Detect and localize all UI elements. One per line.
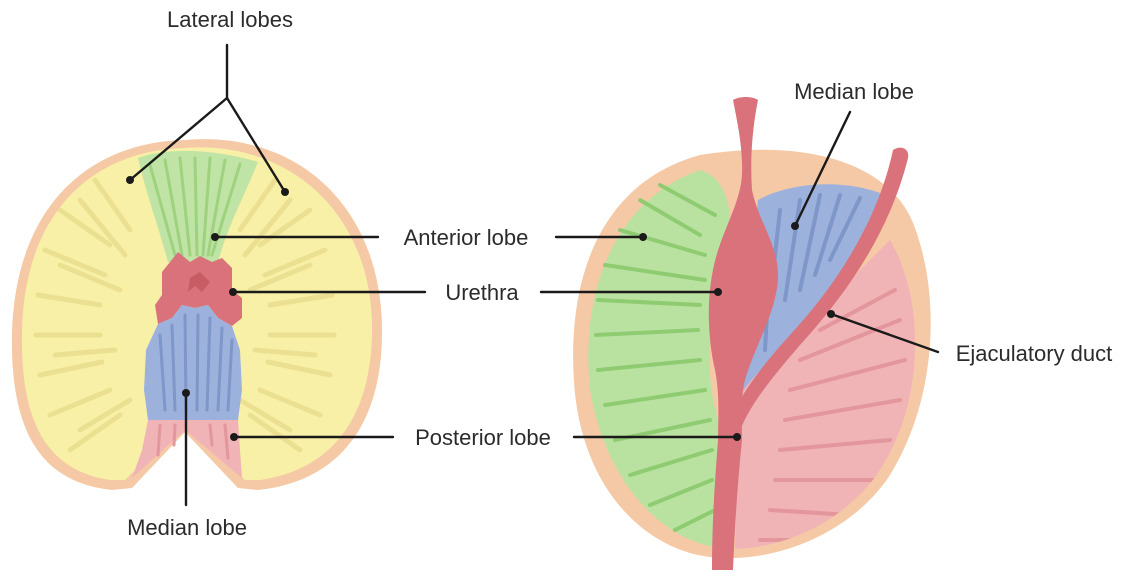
urethra-label: Urethra [445,280,519,305]
anterior-lobe-label: Anterior lobe [404,225,529,250]
urethra-dot-left [229,288,237,296]
ejaculatory-duct-dot [827,310,835,318]
median-lobe-right-label: Median lobe [794,79,914,104]
median-lobe-right-dot [791,222,799,230]
median-lobe-left-label: Median lobe [127,515,247,540]
posterior-lobe-label: Posterior lobe [415,425,551,450]
urethra-dot-right [714,288,722,296]
posterior-lobe-dot-right [733,433,741,441]
lateral-lobes-label: Lateral lobes [167,7,293,32]
posterior-lobe-dot-left [230,433,238,441]
median-lobe-left-dot [182,389,190,397]
lateral-lobes-dot-left [126,176,134,184]
sagittal-section-figure [573,97,931,570]
ejaculatory-duct-label: Ejaculatory duct [956,341,1113,366]
anterior-lobe-dot-right [639,233,647,241]
anterior-lobe-dot-left [211,233,219,241]
lateral-lobes-dot-right [281,188,289,196]
